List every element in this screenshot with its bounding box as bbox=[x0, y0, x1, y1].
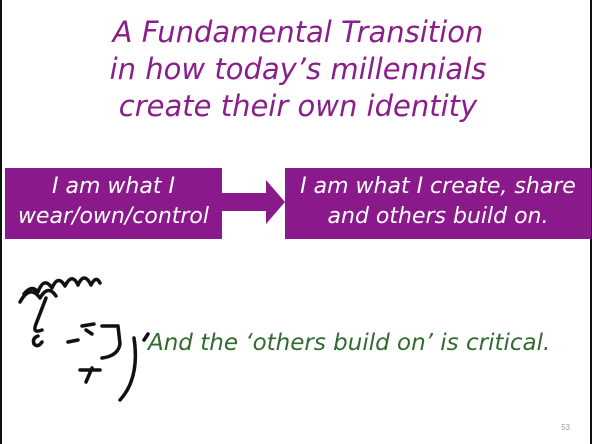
old-identity-box: I am what I wear/own/control bbox=[5, 168, 222, 239]
title-line-2: in how today’s millennials bbox=[109, 52, 487, 86]
title-line-3: create their own identity bbox=[118, 89, 478, 123]
new-identity-line-1: I am what I create, share bbox=[300, 174, 576, 199]
quote-text: And the ‘others build on’ is critical. bbox=[148, 330, 551, 356]
face-sketch-icon bbox=[18, 276, 150, 402]
old-identity-line-2: wear/own/control bbox=[17, 204, 210, 229]
old-identity-line-1: I am what I bbox=[52, 174, 175, 199]
right-arrow-icon bbox=[222, 180, 285, 224]
new-identity-line-2: and others build on. bbox=[327, 204, 549, 229]
title-line-1: A Fundamental Transition bbox=[112, 15, 484, 49]
new-identity-box: I am what I create, share and others bui… bbox=[285, 168, 591, 239]
page-number: 53 bbox=[561, 423, 570, 432]
slide-title: A Fundamental Transition in how today’s … bbox=[42, 14, 554, 125]
